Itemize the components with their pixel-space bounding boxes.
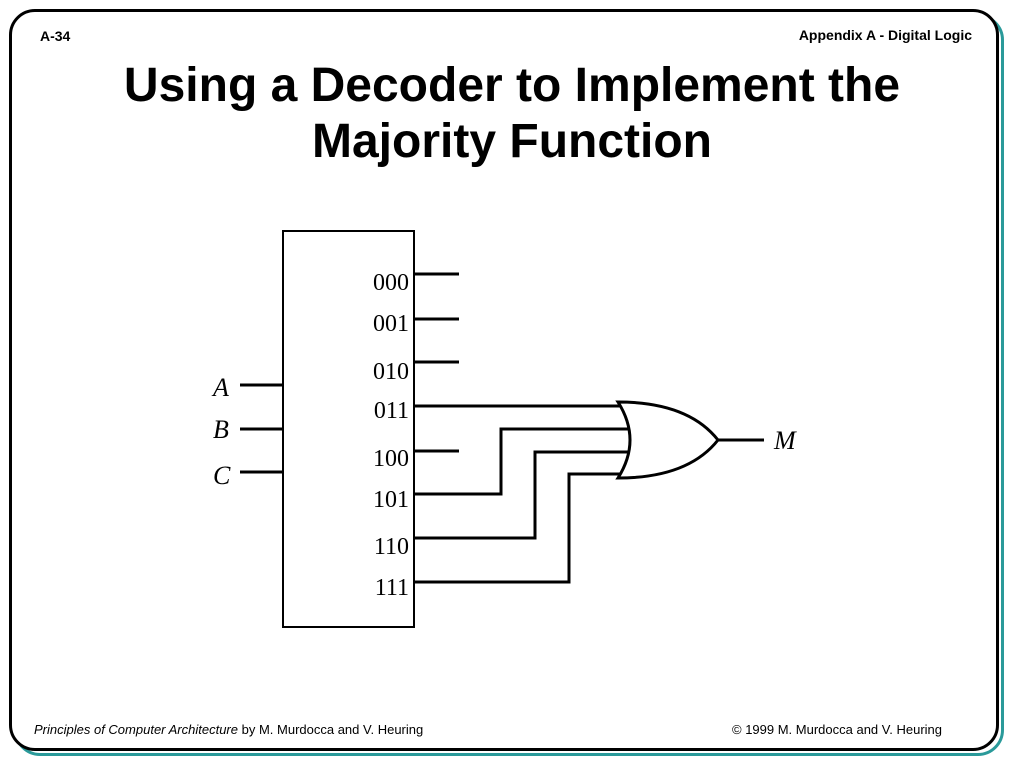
- output-label-100: 100: [373, 446, 409, 472]
- title-line-1: Using a Decoder to Implement the: [123, 59, 901, 112]
- output-label-110: 110: [374, 534, 409, 560]
- or-gate: [615, 400, 720, 480]
- input-label-b: B: [213, 415, 229, 444]
- output-label-010: 010: [373, 359, 409, 385]
- output-wire-110: [414, 450, 628, 540]
- footer-citation: Principles of Computer Architecture by M…: [34, 722, 423, 737]
- title-line-2: Majority Function: [312, 115, 712, 168]
- output-wire-101: [414, 427, 628, 496]
- input-label-c: C: [213, 461, 231, 490]
- output-label-011: 011: [374, 398, 409, 424]
- output-label-000: 000: [373, 270, 409, 296]
- output-label-101: 101: [373, 487, 409, 513]
- footer-copyright: © 1999 M. Murdocca and V. Heuring: [732, 722, 942, 737]
- output-wire-111: [414, 472, 622, 584]
- slide-title: Using a Decoder to Implement the Majorit…: [0, 58, 1024, 170]
- slide-frame: [9, 9, 999, 751]
- output-label-m: M: [773, 426, 797, 455]
- book-title: Principles of Computer Architecture: [34, 722, 238, 737]
- page-number: A-34: [40, 28, 71, 44]
- output-label-001: 001: [373, 311, 409, 337]
- section-header: Appendix A - Digital Logic: [798, 27, 972, 43]
- output-label-111: 111: [375, 575, 409, 601]
- book-authors: by M. Murdocca and V. Heuring: [238, 722, 424, 737]
- input-label-a: A: [211, 373, 229, 402]
